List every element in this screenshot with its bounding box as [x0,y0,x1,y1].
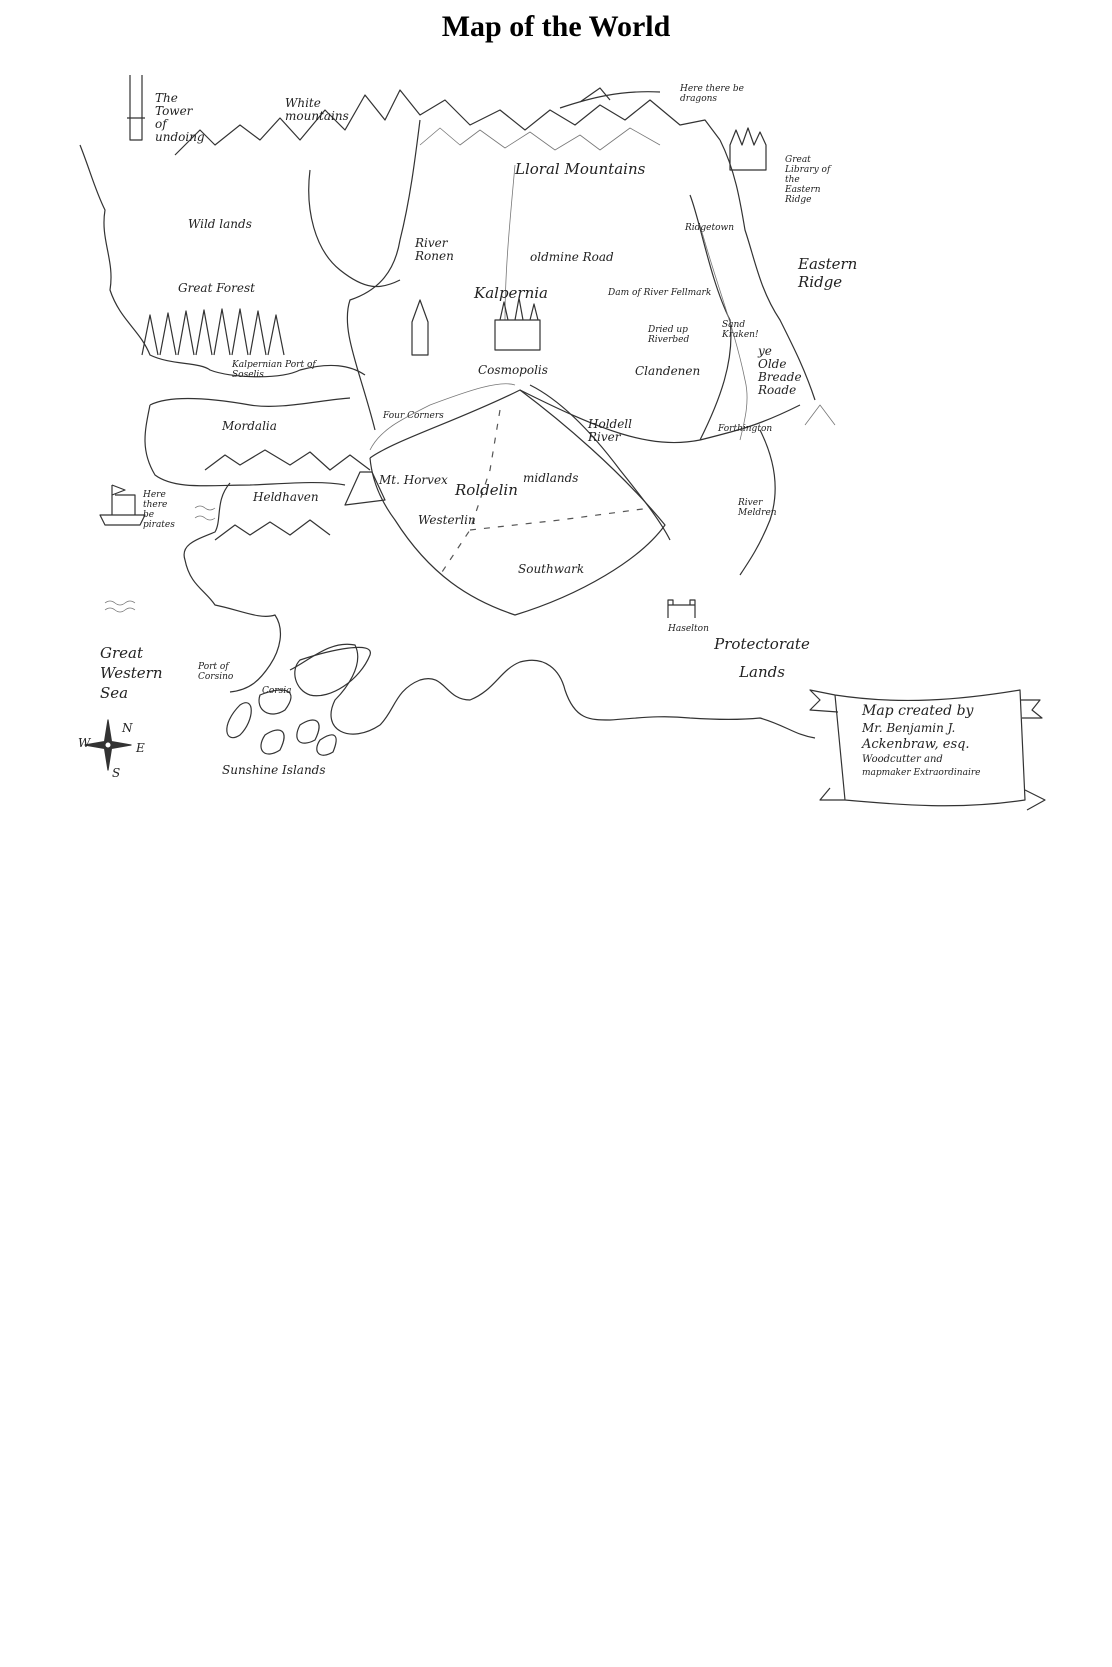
label-cosmopolis: Cosmopolis [478,363,548,377]
label-sand-kraken: Sand Kraken! [722,320,759,340]
credit-line: Map created by [862,703,974,719]
lloral-mountains-inner [419,127,661,151]
credit-line: Woodcutter and [862,754,943,765]
label-heldhaven: Heldhaven [253,490,319,504]
credit-scroll [809,689,1046,811]
label-lloral-mountains: Lloral Mountains [515,160,646,178]
compass-north: N [122,721,133,735]
southern-coast [289,643,816,739]
cosmopolis-city-icon [494,297,541,351]
label-dragons: Here there be dragons [680,84,744,104]
roldelin-border [369,389,666,616]
label-forthington: Forthington [718,424,773,434]
label-haselton: Haselton [668,624,709,634]
label-kalpernia: Kalpernia [474,284,548,302]
label-sunshine-islands: Sunshine Islands [222,763,326,777]
label-port-corsino: Port of Corsino [198,662,234,682]
label-mt-horvex: Mt. Horvex [379,473,448,487]
river-meldren [739,429,776,576]
label-protectorate-lands: Protectorate Lands [714,635,810,681]
label-mordalia: Mordalia [222,419,277,433]
corsia-island [294,646,371,697]
label-four-corners: Four Corners [383,411,444,421]
label-great-forest: Great Forest [178,281,255,295]
dragon-icon [559,87,661,109]
mt-horvex-volcano [344,471,386,506]
label-eastern-ridge: Eastern Ridge [798,255,858,291]
credit-line: mapmaker Extraordinaire [862,768,981,778]
sunshine-island [258,689,292,715]
compass-east: E [136,741,145,755]
eastern-ridge [719,139,816,401]
white-mountains [174,89,721,156]
label-dried-riverbed: Dried up Riverbed [648,325,690,345]
label-southwark: Southwark [518,562,585,576]
label-breade-roade: ye Olde Breade Roade [758,344,802,397]
label-port-soselis: Kalpernian Port of Soselis [232,360,316,380]
label-river-ronen: River Ronen [415,236,454,263]
mordalia-mountains [204,449,371,471]
eastern-hills [804,404,836,426]
sunshine-island [296,719,320,744]
compass-rose-icon [84,719,132,771]
label-tower-of-undoing: The Tower of undoing [155,91,205,144]
river-ronen [308,119,421,431]
great-library-icon [729,127,767,171]
haselton-castle-icon [667,599,696,618]
credit-line: Mr. Benjamin J. [862,721,956,735]
sunshine-island [316,734,337,756]
tower-of-undoing-icon [127,75,145,141]
tower-icon [411,299,429,356]
sunshine-island [260,729,285,755]
credit-line: Ackenbraw, esq. [862,737,970,752]
heldhaven-mountains [214,519,331,541]
compass-south: S [112,766,121,780]
label-great-western-sea: Great Western Sea [100,644,163,702]
label-holdell-river: Holdell River [588,417,632,444]
label-great-library: Great Library of the Eastern Ridge [785,155,831,205]
label-pirates: Here there be pirates [143,490,175,530]
credit-text: Map created by Mr. Benjamin J. Ackenbraw… [862,702,1032,780]
label-clandenen: Clandenen [635,364,701,378]
world-map-drawing [79,75,1046,811]
label-dam: Dam of River Fellmark [608,288,712,298]
label-wild-lands: Wild lands [188,217,252,231]
holdell-river [529,384,671,541]
great-forest-trees [141,308,285,356]
label-corsia: Corsia [262,686,292,696]
oldmine-road [369,164,516,451]
label-white-mountains: White mountains [285,96,349,123]
label-ridgetown: Ridgetown [685,223,735,233]
label-roldelin: Roldelin [455,481,518,499]
label-river-meldren: River Meldren [738,498,777,518]
western-border [79,144,366,378]
pirate-ship-icon [99,484,146,526]
label-midlands: midlands [523,471,579,485]
label-oldmine-road: oldmine Road [530,250,614,264]
sea-waves [104,505,216,613]
kalpernia-boundary [519,194,801,444]
label-westerlin: Westerlin [418,513,476,527]
page-title: Map of the World [441,10,671,43]
compass-west: W [78,736,91,750]
sunshine-island [226,702,252,739]
heldhaven-coast [183,482,282,693]
breade-roade [699,224,748,441]
roldelin-subdivision [439,409,651,576]
mordalia-coast [144,397,351,487]
